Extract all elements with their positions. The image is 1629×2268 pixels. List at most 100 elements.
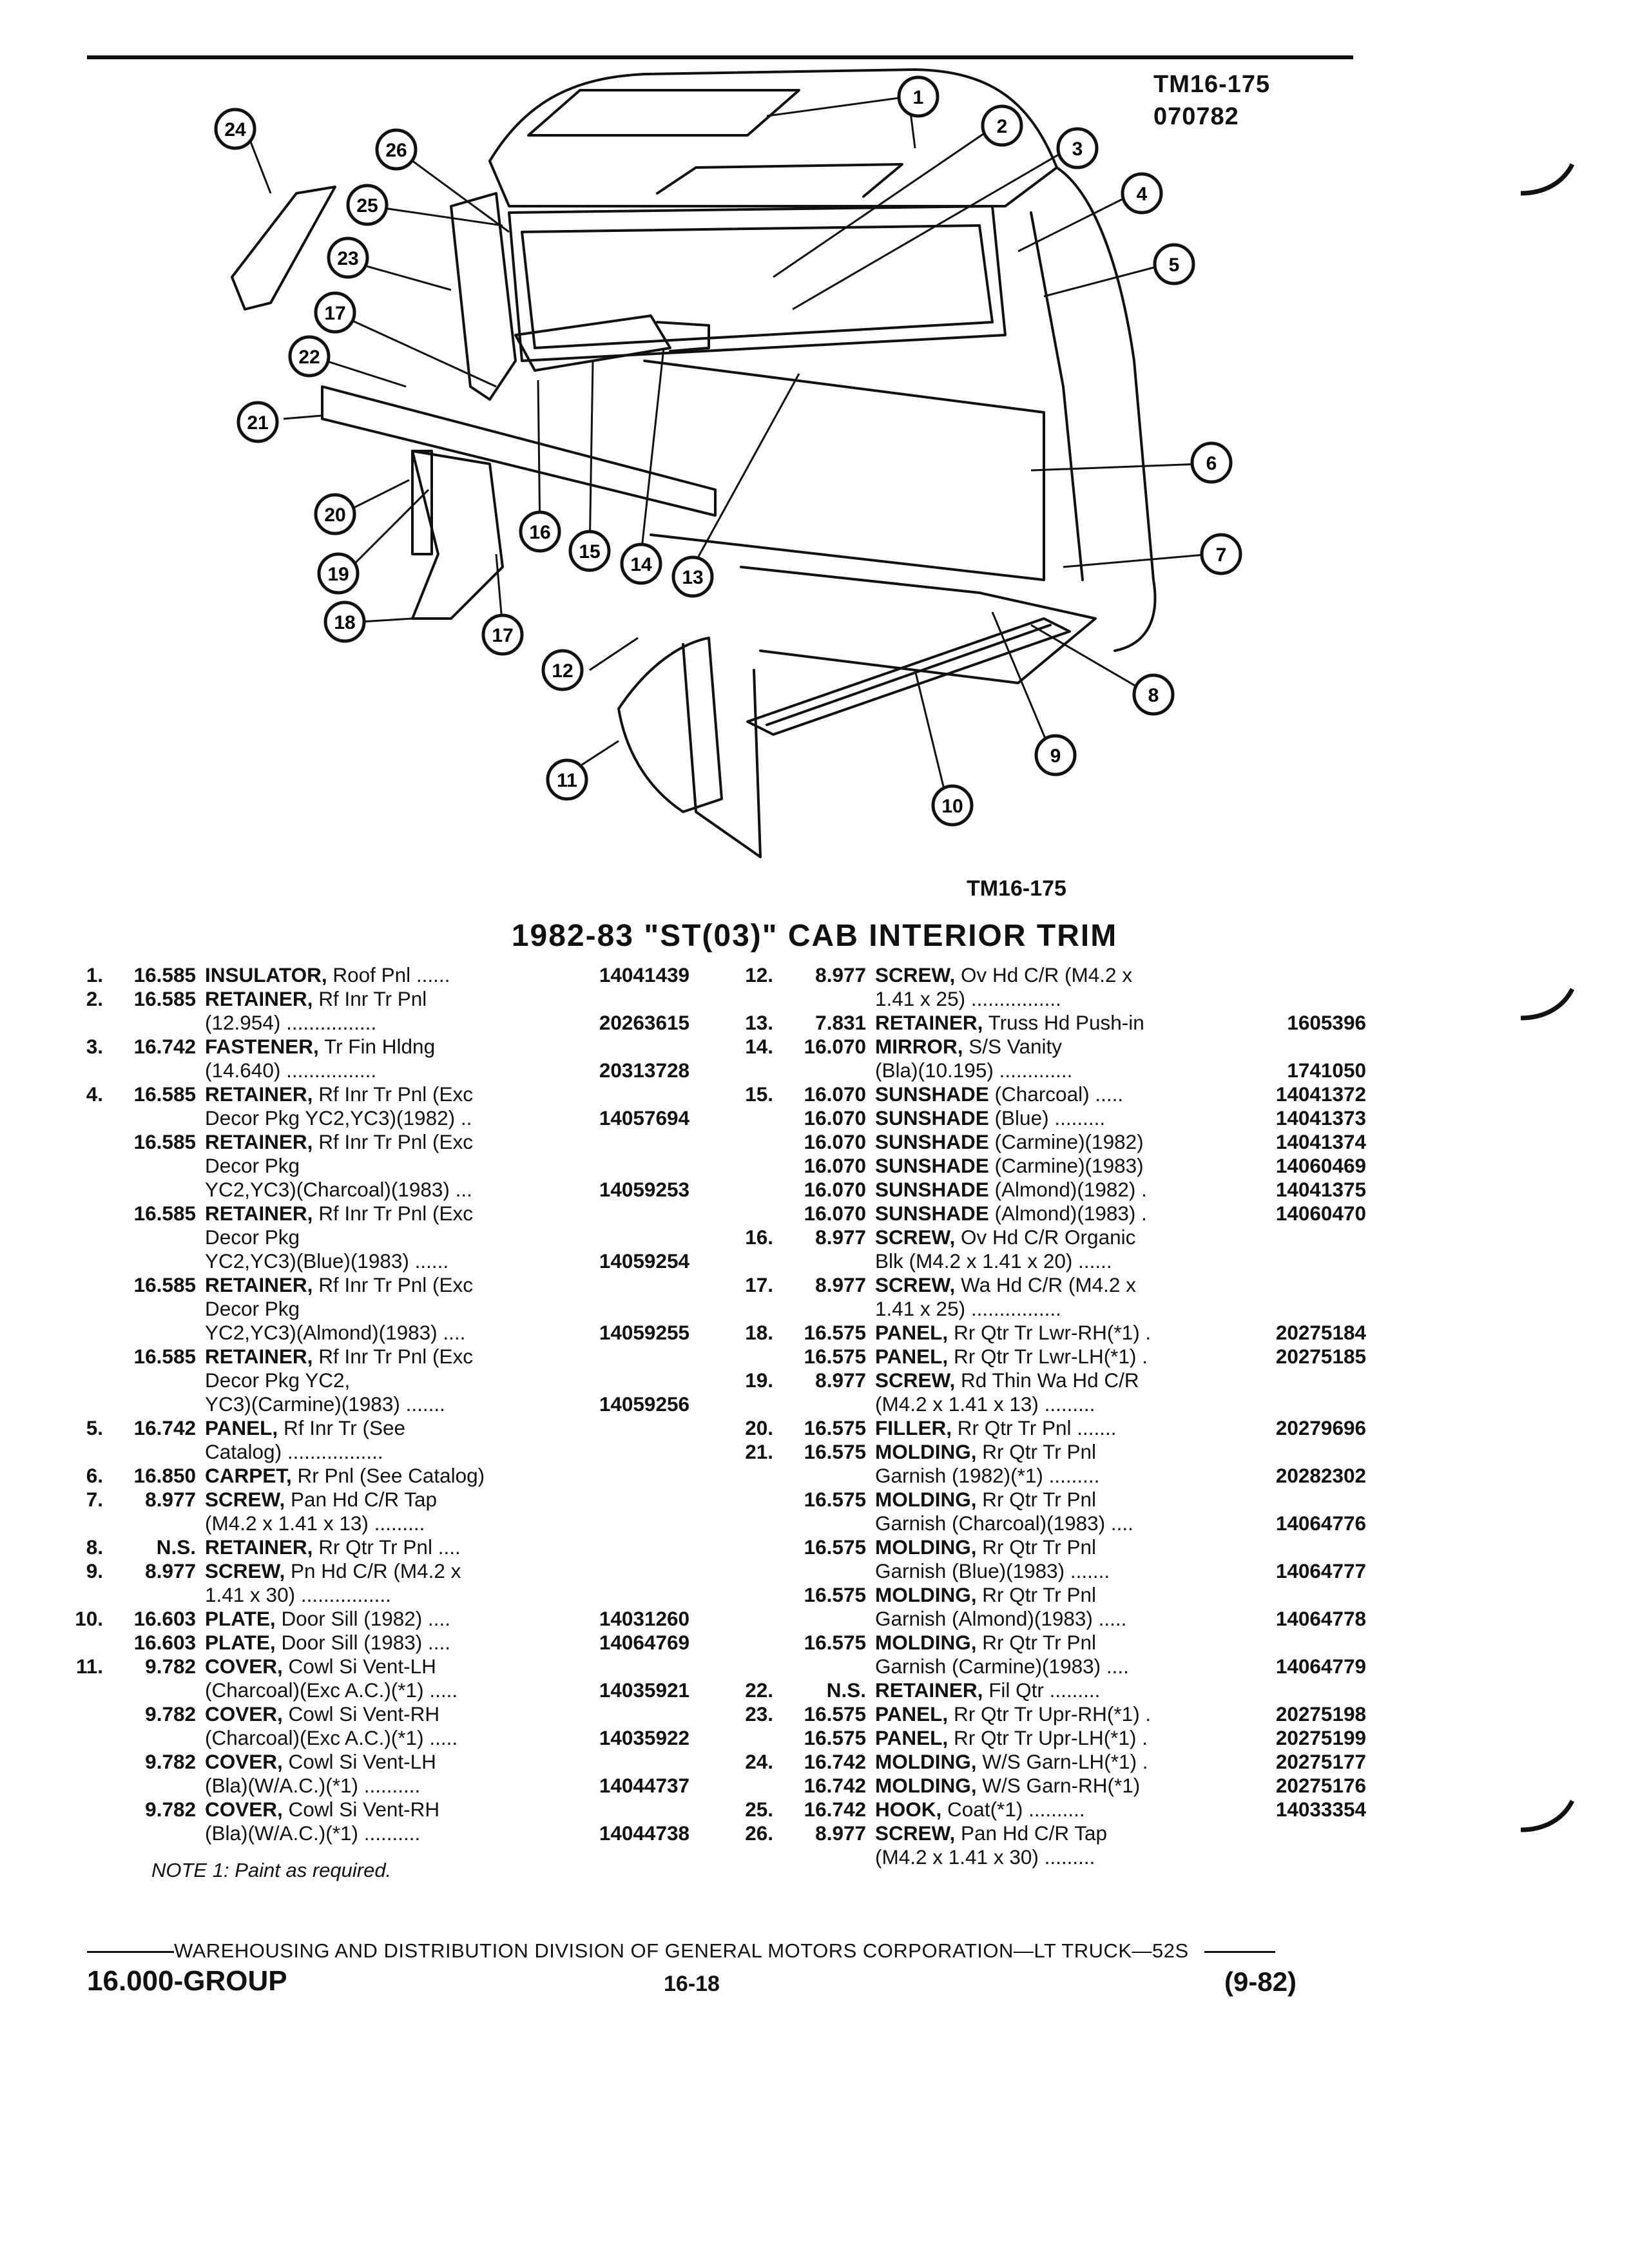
part-description: SUNSHADE (Charcoal) .....14041372 — [875, 1082, 1366, 1106]
group-code: 16.575 — [804, 1488, 866, 1511]
part-number: 20275184 — [1275, 1321, 1366, 1344]
part-name: RETAINER, — [205, 1535, 313, 1559]
part-name: RETAINER, — [875, 1011, 983, 1034]
item-number — [39, 1273, 103, 1345]
group-code: 16.070 — [804, 1035, 866, 1058]
item-number — [722, 1535, 773, 1583]
item-number: 20. — [745, 1416, 773, 1439]
part-detail: Pan Hd C/R Tap — [291, 1488, 438, 1511]
part-number: 14041375 — [1275, 1178, 1366, 1201]
group-code: 16.742 — [133, 1416, 196, 1439]
part-number: 14064777 — [1275, 1559, 1366, 1582]
part-name: SUNSHADE — [875, 1154, 989, 1177]
part-name: RETAINER, — [205, 1202, 313, 1225]
callout-13: 13 — [671, 555, 714, 598]
part-detail: Door Sill (1983) .... — [281, 1631, 451, 1654]
part-detail-continued: (M4.2 x 1.41 x 30) ......... — [875, 1845, 1095, 1869]
part-detail: (Carmine)(1982) — [994, 1130, 1144, 1153]
binder-mark-2 — [1520, 988, 1575, 1021]
part-detail: Pn Hd C/R (M4.2 x — [291, 1559, 461, 1582]
group-code: 7.831 — [815, 1011, 866, 1034]
part-detail: (Almond)(1983) . — [994, 1202, 1147, 1225]
group-code: 16.575 — [804, 1321, 866, 1344]
item-number — [39, 1202, 103, 1273]
part-detail: Roof Pnl ...... — [333, 963, 450, 986]
diagram-caption: TM16-175 — [967, 876, 1066, 901]
part-name: RETAINER, — [205, 1082, 313, 1106]
part-detail-continued: Decor Pkg — [205, 1225, 300, 1249]
part-number: 14044738 — [599, 1821, 689, 1845]
group-code: 16.603 — [133, 1631, 196, 1654]
part-description: PANEL, Rr Qtr Tr Upr-LH(*1) .20275199 — [875, 1726, 1366, 1750]
svg-text:17: 17 — [324, 303, 345, 324]
part-description: PLATE, Door Sill (1982) ....14031260 — [205, 1607, 689, 1631]
item-number — [39, 1345, 103, 1416]
group-code: 16.585 — [133, 987, 196, 1010]
group-code: 16.070 — [804, 1106, 866, 1129]
part-description: SCREW, Rd Thin Wa Hd C/R(M4.2 x 1.41 x 1… — [875, 1369, 1366, 1416]
parts-row: 8.N.S.RETAINER, Rr Qtr Tr Pnl .... — [39, 1535, 689, 1559]
item-number: 9. — [86, 1559, 103, 1582]
part-number: 14059254 — [599, 1249, 689, 1273]
part-detail: Rr Qtr Tr Pnl — [982, 1583, 1097, 1606]
part-name: SCREW, — [205, 1559, 285, 1582]
svg-text:6: 6 — [1206, 453, 1217, 474]
callout-22: 22 — [288, 335, 331, 378]
item-number — [722, 1774, 773, 1798]
item-number — [722, 1154, 773, 1178]
part-description: SCREW, Pan Hd C/R Tap(M4.2 x 1.41 x 30) … — [875, 1821, 1366, 1869]
part-description: FILLER, Rr Qtr Tr Pnl .......20279696 — [875, 1416, 1366, 1440]
item-number: 22. — [745, 1678, 773, 1702]
part-detail: (Blue) ......... — [994, 1106, 1106, 1129]
group-code: 8.977 — [815, 1821, 866, 1845]
item-number — [722, 1726, 773, 1750]
part-name: PANEL, — [205, 1416, 278, 1439]
part-name: RETAINER, — [205, 1345, 313, 1368]
part-name: SUNSHADE — [875, 1082, 989, 1106]
part-number: 14064779 — [1275, 1655, 1366, 1678]
exploded-trim-diagram: 1 2 3 4 5 6 7 8 9 10 11 12 13 14 15 16 1… — [214, 68, 1242, 858]
part-name: SCREW, — [205, 1488, 285, 1511]
svg-text:3: 3 — [1072, 139, 1083, 160]
part-detail-continued: (Bla)(10.195) ............. — [875, 1059, 1073, 1082]
part-number: 20275199 — [1275, 1726, 1366, 1749]
part-description: PANEL, Rr Qtr Tr Upr-RH(*1) .20275198 — [875, 1702, 1366, 1726]
part-detail-continued: Decor Pkg — [205, 1154, 300, 1177]
part-detail-continued: (Bla)(W/A.C.)(*1) .......... — [205, 1821, 421, 1845]
group-code: 16.070 — [804, 1082, 866, 1106]
part-detail-continued: 1.41 x 30) ................ — [205, 1583, 391, 1606]
svg-text:18: 18 — [334, 612, 355, 633]
part-detail-continued: YC2,YC3)(Charcoal)(1983) ... — [205, 1178, 472, 1201]
group-code: 8.977 — [815, 963, 866, 986]
part-detail-continued: (14.640) ................ — [205, 1059, 377, 1082]
part-detail: Ov Hd C/R Organic — [961, 1225, 1136, 1249]
svg-text:25: 25 — [356, 195, 378, 216]
group-code: 8.977 — [815, 1273, 866, 1296]
part-number: 20275198 — [1275, 1702, 1366, 1725]
part-description: RETAINER, Rr Qtr Tr Pnl .... — [205, 1535, 689, 1559]
part-detail: Cowl Si Vent-RH — [288, 1702, 440, 1725]
part-name: COVER, — [205, 1702, 283, 1725]
part-detail: Rr Qtr Tr Upr-LH(*1) . — [953, 1726, 1148, 1749]
part-name: CARPET, — [205, 1464, 292, 1487]
callout-2: 2 — [981, 104, 1023, 147]
item-number: 5. — [86, 1416, 103, 1439]
